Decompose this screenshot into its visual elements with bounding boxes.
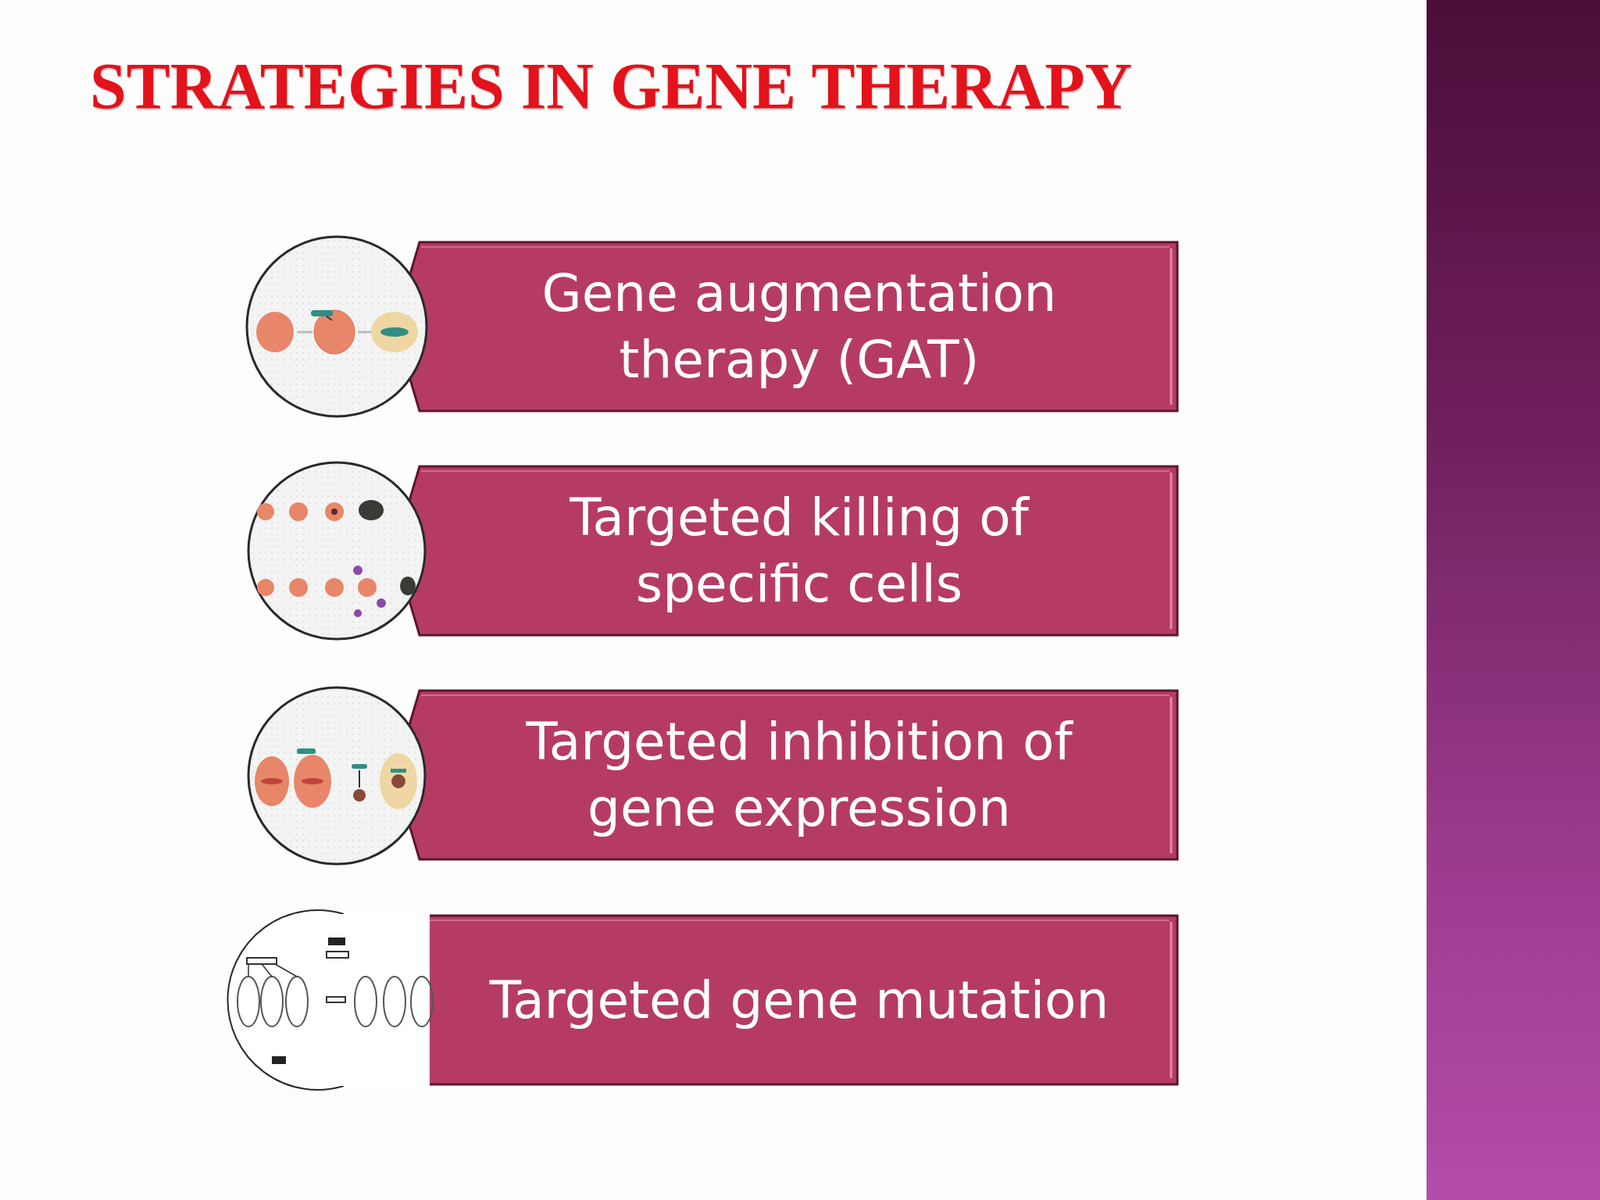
banner-highlight	[421, 919, 1170, 922]
strategy-banner: Gene augmentation therapy (GAT)	[397, 239, 1181, 415]
banner-highlight	[421, 470, 1170, 472]
strategy-banner: Targeted killing of specific cells	[397, 463, 1181, 639]
banner-highlight	[1170, 696, 1173, 854]
banner-label: Targeted gene mutation	[471, 912, 1128, 1088]
inhibition-illustration	[248, 687, 425, 865]
strategy-banner: Targeted inhibition of gene expression	[397, 687, 1181, 863]
banner-highlight	[1170, 248, 1173, 405]
banner-highlight	[421, 246, 1170, 248]
banner-label: Targeted killing of specific cells	[471, 463, 1128, 639]
banner-label: Targeted inhibition of gene expression	[471, 687, 1128, 863]
banner-highlight	[1170, 472, 1173, 629]
banner-highlight	[421, 694, 1170, 697]
killing-illustration	[248, 462, 425, 640]
sidebar-band	[1426, 0, 1600, 1200]
slide-title: STRATEGIES IN GENE THERAPY	[89, 48, 1133, 125]
banner-highlight	[1170, 921, 1173, 1079]
augmentation-illustration	[246, 236, 427, 417]
mutation-illustration	[227, 910, 433, 1090]
strategy-banner: Targeted gene mutation	[397, 912, 1181, 1088]
banner-label: Gene augmentation therapy (GAT)	[471, 239, 1128, 415]
